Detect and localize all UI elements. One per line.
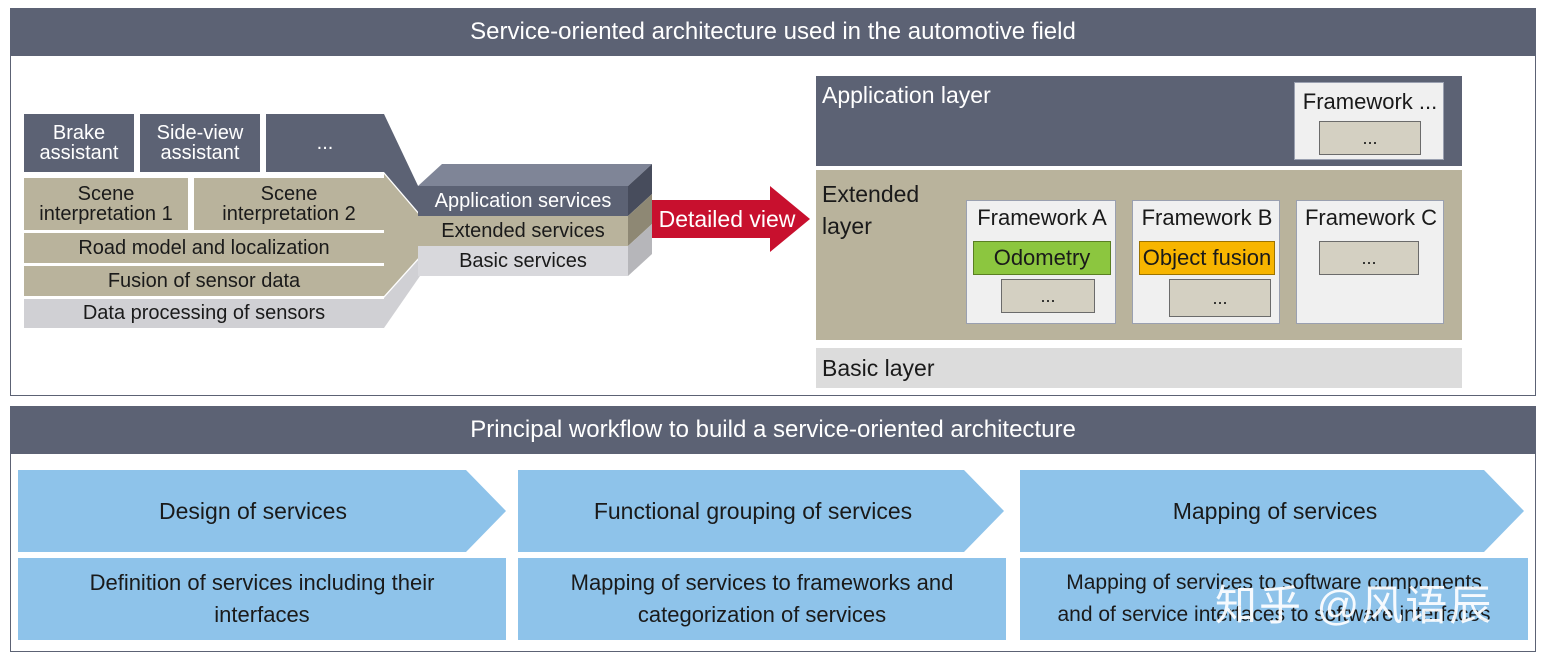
service-stack-3d [418, 164, 652, 276]
detailed-view-label: Detailed view [658, 205, 796, 232]
workflow-chevrons [18, 470, 1524, 552]
extended-services-block: Extended services [441, 219, 605, 242]
odometry-service: Odometry [973, 241, 1111, 275]
desc-mapping-of-services: Mapping of services to software componen… [1020, 558, 1528, 640]
app-more: ... [266, 114, 384, 172]
framework-a-dots: ... [1001, 279, 1095, 313]
framework-a-title: Framework A [977, 205, 1107, 230]
framework-top-title: Framework ... [1302, 89, 1438, 114]
detailed-view-arrow [652, 186, 810, 252]
stack-connector [384, 114, 420, 328]
watermark-text: 知乎 @风语辰 [1215, 582, 1494, 629]
application-services-block: Application services [434, 189, 612, 212]
data-processing-of-sensors: Data processing of sensors [24, 299, 384, 328]
framework-c-card: Framework C ... [1296, 200, 1444, 324]
basic-services-block: Basic services [459, 249, 587, 272]
app-side-view-assistant: Side-view assistant [140, 114, 260, 172]
app-brake-assistant: Brake assistant [24, 114, 134, 172]
desc-design-of-services: Definition of services including their i… [18, 558, 506, 640]
scene-interpretation-2: Scene interpretation 2 [194, 178, 384, 230]
framework-c-title: Framework C [1304, 205, 1437, 230]
road-model-localization: Road model and localization [24, 233, 384, 263]
step-design-of-services: Design of services [159, 497, 347, 524]
step-functional-grouping: Functional grouping of services [593, 497, 913, 524]
left-stack: Brake assistant Side-view assistant ... … [24, 114, 384, 328]
basic-layer [816, 348, 1462, 388]
scene-interpretation-1: Scene interpretation 1 [24, 178, 188, 230]
framework-b-card: Framework B Object fusion ... [1132, 200, 1280, 324]
object-fusion-service: Object fusion [1139, 241, 1275, 275]
basic-layer-label: Basic layer [822, 355, 935, 381]
framework-b-title: Framework B [1141, 205, 1273, 230]
top-panel-title: Service-oriented architecture used in th… [10, 8, 1536, 56]
fusion-of-sensor-data: Fusion of sensor data [24, 266, 384, 296]
desc-functional-grouping: Mapping of services to frameworks and ca… [518, 558, 1006, 640]
application-layer-label: Application layer [822, 82, 991, 108]
framework-c-dots: ... [1319, 241, 1419, 275]
framework-a-card: Framework A Odometry ... [966, 200, 1116, 324]
framework-b-dots: ... [1169, 279, 1271, 317]
framework-top-dots: ... [1319, 121, 1421, 155]
framework-top-card: Framework ... ... [1294, 82, 1444, 160]
step-mapping-of-services: Mapping of services [1172, 497, 1378, 524]
extended-layer-label: Extended layer [822, 181, 920, 239]
bottom-panel-title: Principal workflow to build a service-or… [10, 406, 1536, 454]
